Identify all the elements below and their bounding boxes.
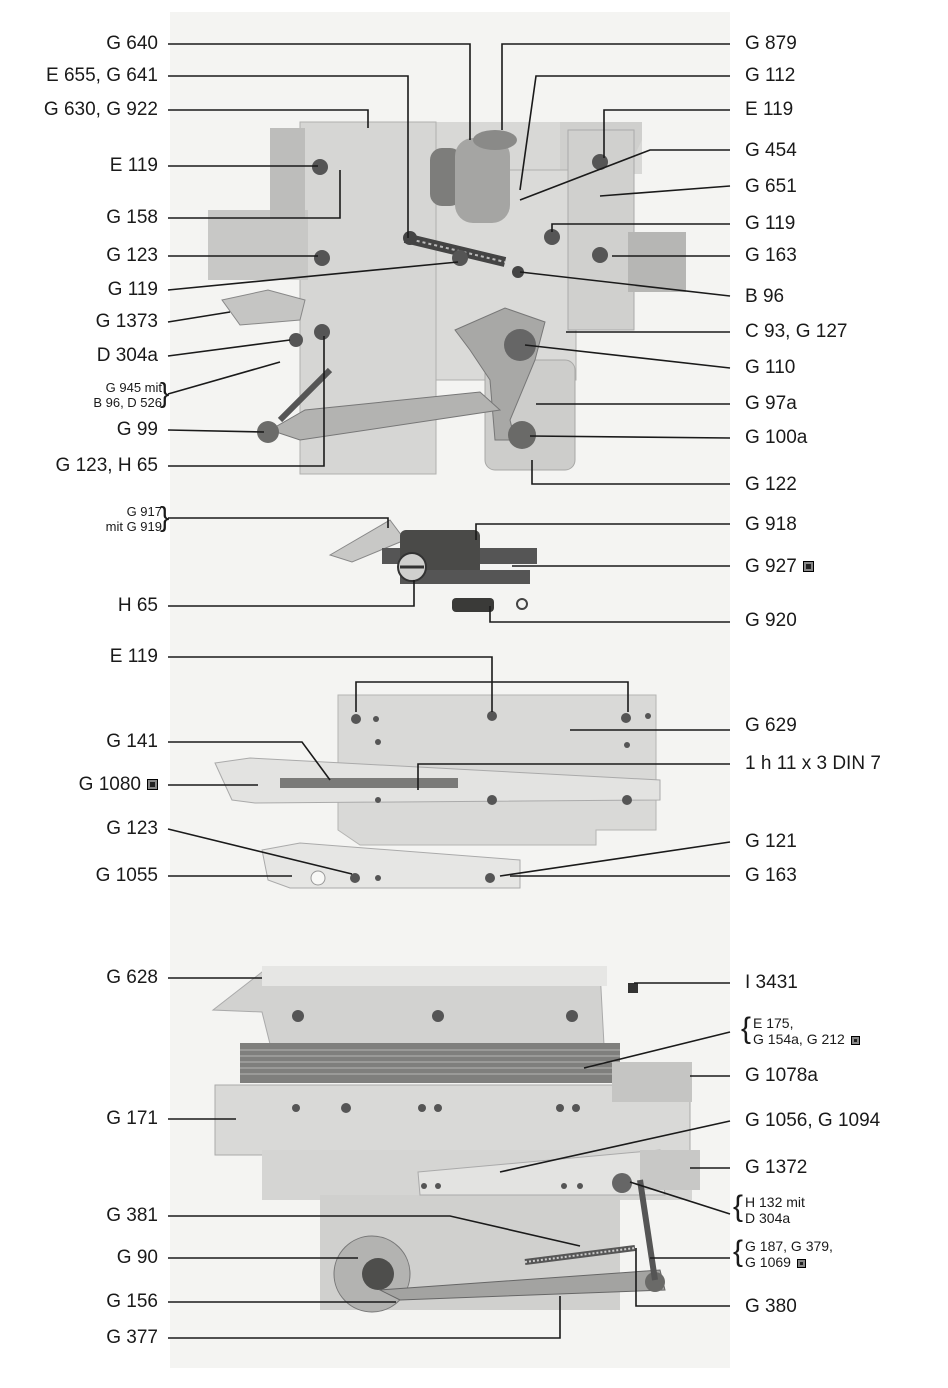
label-g629: G 629 <box>745 715 797 736</box>
label-e119-a: E 119 <box>109 155 158 176</box>
label-g381: G 381 <box>106 1205 158 1226</box>
square-marker-icon <box>802 561 814 573</box>
label-g123-b: G 123 <box>106 818 158 839</box>
label-g163-a: G 163 <box>745 245 797 266</box>
label-g99: G 99 <box>116 419 158 440</box>
label-g651: G 651 <box>745 176 797 197</box>
label-e655-g641: E 655, G 641 <box>46 65 158 86</box>
label-g1080: G 1080 <box>79 774 158 796</box>
label-g156: G 156 <box>106 1291 158 1312</box>
brace-left-icon: { <box>733 1190 744 1223</box>
label-g927: G 927 <box>745 556 814 578</box>
label-g119-a: G 119 <box>107 279 158 300</box>
label-g1078a: G 1078a <box>745 1065 818 1086</box>
label-h132-line1: H 132 mit <box>745 1194 805 1210</box>
label-g377: G 377 <box>106 1327 158 1348</box>
label-1h11x3-din7: 1 h 11 x 3 DIN 7 <box>745 753 881 774</box>
label-g1080-text: G 1080 <box>78 774 141 795</box>
label-g1055: G 1055 <box>95 865 158 886</box>
label-g112: G 112 <box>745 65 796 86</box>
label-g121: G 121 <box>745 831 797 852</box>
label-g1056-g1094: G 1056, G 1094 <box>745 1110 881 1131</box>
label-g119-b: G 119 <box>745 213 796 234</box>
brace-right-icon: } <box>160 377 170 408</box>
label-g628: G 628 <box>106 967 158 988</box>
square-marker-icon <box>796 1258 806 1268</box>
assembly-top <box>208 121 686 475</box>
label-e175-line2-text: G 154a, G 212 <box>753 1031 845 1047</box>
label-g920: G 920 <box>745 610 797 631</box>
assembly-bottom <box>211 966 700 1313</box>
label-g90: G 90 <box>116 1247 158 1268</box>
label-g97a: G 97a <box>745 393 797 414</box>
label-e175-line2: G 154a, G 212 <box>753 1032 860 1047</box>
label-g918: G 918 <box>745 514 797 535</box>
label-g879: G 879 <box>745 33 797 54</box>
label-g141: G 141 <box>106 731 158 752</box>
square-marker-icon <box>147 779 158 791</box>
label-g171: G 171 <box>106 1108 158 1129</box>
label-g123-a: G 123 <box>106 245 158 266</box>
label-g1372: G 1372 <box>745 1157 808 1178</box>
brace-left-icon: { <box>733 1235 744 1268</box>
label-g630-g922: G 630, G 922 <box>43 99 158 120</box>
label-e119-b: E 119 <box>109 646 158 667</box>
label-g110: G 110 <box>745 357 796 378</box>
label-g927-text: G 927 <box>745 556 797 577</box>
label-g917-line1: G 917 <box>126 504 162 519</box>
brace-right-icon: } <box>160 501 170 532</box>
label-g187-line1: G 187, G 379, <box>745 1238 833 1254</box>
label-d304a-a: D 304a <box>96 345 158 366</box>
label-e119-c: E 119 <box>745 99 794 120</box>
label-h65: H 65 <box>117 595 158 616</box>
square-marker-icon <box>850 1035 860 1045</box>
label-g158: G 158 <box>106 207 158 228</box>
leader-lines <box>167 43 731 1339</box>
label-g122: G 122 <box>745 474 797 495</box>
label-g100a: G 100a <box>745 427 808 448</box>
label-e175-line1: E 175, <box>753 1015 794 1031</box>
label-g945-line1: G 945 mit <box>105 380 162 395</box>
label-g187-line2: G 1069 <box>745 1255 806 1270</box>
label-g917-line2: mit G 919 <box>105 519 162 534</box>
label-c93-g127: C 93, G 127 <box>745 321 848 342</box>
label-g454: G 454 <box>745 140 797 161</box>
label-g123-h65: G 123, H 65 <box>55 455 158 476</box>
label-g380: G 380 <box>745 1296 797 1317</box>
label-g640: G 640 <box>106 33 158 54</box>
label-g945-line2: B 96, D 526 <box>93 395 162 410</box>
label-g187-line2-text: G 1069 <box>745 1254 791 1270</box>
label-g163-b: G 163 <box>745 865 797 886</box>
label-h132-line2: D 304a <box>745 1210 791 1226</box>
label-b96: B 96 <box>745 286 785 307</box>
assembly-plate <box>214 694 661 889</box>
brace-left-icon: { <box>741 1012 752 1045</box>
label-i3431: I 3431 <box>745 972 798 993</box>
assembly-latch <box>328 519 537 612</box>
label-g1373: G 1373 <box>95 311 158 332</box>
